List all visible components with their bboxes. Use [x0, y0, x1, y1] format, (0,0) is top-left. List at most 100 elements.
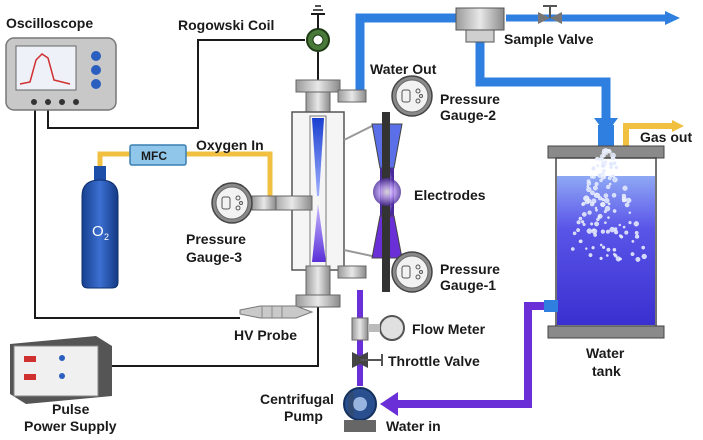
centrifugal-pump	[343, 387, 377, 432]
bubble	[592, 185, 598, 191]
gauge-dot	[235, 195, 241, 201]
bubble	[603, 193, 609, 199]
bubble	[604, 205, 611, 212]
bubble	[606, 184, 611, 190]
gauge-dot	[415, 264, 421, 270]
bubble	[614, 165, 619, 170]
bubble	[592, 175, 596, 179]
bubble	[624, 230, 629, 235]
bubble	[581, 201, 586, 206]
bubble	[580, 220, 585, 224]
bubble	[603, 210, 607, 214]
pulse-power-supply	[10, 336, 112, 404]
gauge-dot	[239, 201, 243, 205]
bubble	[600, 202, 606, 207]
gas-out-arrow	[672, 120, 684, 132]
bubble	[570, 247, 575, 251]
gas-out-pipe	[623, 123, 672, 146]
water-in-label: Water in	[386, 418, 441, 434]
mfc-label: MFC	[141, 149, 167, 163]
bubble	[595, 192, 601, 198]
oscilloscope-label: Oscilloscope	[6, 15, 93, 31]
bubble	[635, 256, 641, 262]
bubble	[586, 228, 593, 234]
bubble	[641, 245, 646, 250]
bubble	[605, 229, 610, 234]
throttle-valve[interactable]	[352, 352, 383, 368]
bubble	[631, 239, 635, 243]
bubble	[578, 239, 583, 244]
bubble	[586, 179, 591, 184]
pulse-power-label-a: Pulse	[52, 401, 90, 417]
gauge-dot	[419, 94, 423, 98]
oscilloscope-device	[5, 37, 117, 111]
bubble	[587, 198, 592, 203]
gauge-dot	[415, 98, 421, 104]
pressure-gauge-2	[391, 75, 433, 117]
bubble	[594, 206, 598, 210]
bubble	[600, 160, 604, 164]
pulse-power-label-b: Power Supply	[24, 418, 117, 434]
gauge3-fitting	[251, 195, 277, 211]
bubble	[628, 211, 632, 214]
bubble	[578, 216, 583, 221]
bubble	[618, 223, 622, 227]
bubble	[598, 196, 603, 201]
bubble	[606, 247, 611, 252]
bubble	[612, 157, 616, 161]
gauge-dot	[415, 274, 421, 280]
pressure-gauge-1-label-b: Gauge-1	[440, 277, 496, 293]
rogowski-coil-label: Rogowski Coil	[178, 17, 274, 33]
bubble	[607, 202, 611, 206]
pressure-gauge-1	[391, 251, 433, 293]
gauge2-fitting	[337, 89, 367, 103]
flow-meter	[351, 315, 405, 341]
bubble	[608, 182, 612, 186]
electrodes-cell	[371, 112, 403, 292]
bubble	[641, 253, 647, 260]
bubble	[619, 257, 622, 261]
hv-probe-label: HV Probe	[234, 327, 297, 343]
bubble	[610, 152, 616, 159]
bubble	[590, 165, 596, 171]
sample-valve[interactable]	[455, 5, 562, 43]
gauge-window	[221, 196, 231, 210]
bubble	[601, 158, 605, 162]
bubble	[587, 210, 592, 215]
bubble	[622, 185, 628, 191]
gas-out-label: Gas out	[640, 129, 692, 145]
bubble	[581, 212, 587, 217]
bubble	[600, 229, 606, 234]
bubble	[576, 228, 581, 233]
gauge-face	[215, 186, 249, 220]
bubble	[596, 217, 600, 222]
bubble	[612, 209, 617, 213]
pressure-gauge-3-label-a: Pressure	[186, 231, 246, 247]
bubble	[604, 151, 609, 155]
bubble	[621, 193, 627, 199]
bubble	[608, 161, 614, 167]
bubble	[611, 173, 616, 178]
water-out-label: Water Out	[370, 61, 437, 77]
plasma-reactor	[271, 79, 373, 308]
bubble	[607, 149, 612, 154]
throttle-valve-label: Throttle Valve	[388, 353, 480, 369]
oxygen-cylinder	[81, 166, 119, 289]
bubble	[600, 162, 606, 169]
bubble	[582, 222, 586, 227]
signal-wires	[34, 39, 319, 367]
gauge-dot	[235, 205, 241, 211]
bubble	[612, 252, 616, 256]
bubble	[599, 154, 605, 159]
bubble	[599, 178, 603, 183]
bubble	[607, 216, 610, 219]
o2-symbol: O	[92, 223, 104, 240]
bubble	[609, 226, 615, 233]
gauge-window	[401, 89, 411, 103]
bubble	[624, 202, 630, 208]
bubble	[599, 256, 603, 261]
bubble	[595, 164, 600, 168]
sample-outlet-arrow	[665, 11, 680, 25]
bubble	[586, 185, 590, 188]
